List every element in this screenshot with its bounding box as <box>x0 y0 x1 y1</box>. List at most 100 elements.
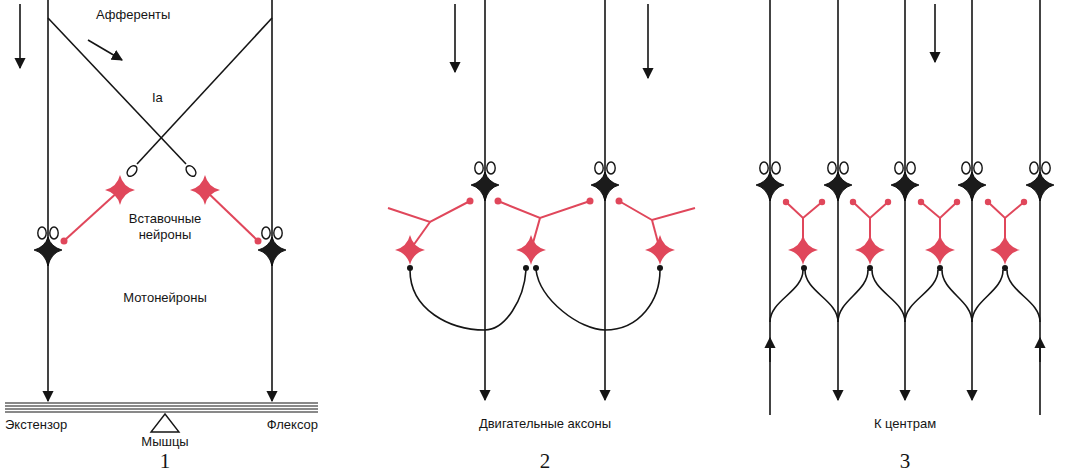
axon <box>838 270 868 322</box>
axon <box>905 270 938 322</box>
muscle-bar <box>5 408 318 409</box>
afferent-fibers <box>48 18 186 164</box>
motoneuron <box>891 162 919 201</box>
afferent-fibers <box>47 0 49 401</box>
motor-axon <box>647 4 649 78</box>
renshaw-axon <box>619 201 695 220</box>
renshaw-axon <box>921 202 957 218</box>
motoneuron <box>958 162 986 201</box>
renshaw-cell <box>925 235 955 265</box>
collateral-terminal <box>523 265 529 271</box>
axon <box>942 270 972 322</box>
renshaw-synapse <box>885 199 891 205</box>
collateral-terminal <box>657 265 663 271</box>
collateral-terminal <box>407 265 663 271</box>
renshaw-synapse <box>783 199 789 205</box>
renshaw-cell <box>395 235 675 265</box>
renshaw-synapse <box>495 198 502 205</box>
motoneuron-label: Мотонейроны <box>123 290 207 306</box>
inhibitory-axon <box>66 190 120 239</box>
collateral-terminal <box>801 265 1008 271</box>
renshaw-synapse <box>954 199 960 205</box>
renshaw-synapse <box>819 199 825 205</box>
renshaw-axon <box>388 201 470 222</box>
renshaw-synapse <box>1021 199 1027 205</box>
renshaw-cell <box>788 235 818 265</box>
renshaw-cell <box>855 235 885 265</box>
renshaw-cell <box>516 235 546 265</box>
axon <box>769 338 771 362</box>
afferent-fibers <box>20 0 272 401</box>
muscle-bar <box>5 411 318 412</box>
afferent-terminal <box>125 164 139 178</box>
motoneuron <box>471 162 499 201</box>
axon <box>770 270 803 322</box>
collateral-terminal <box>533 265 539 271</box>
collateral-terminal <box>801 265 807 271</box>
axon <box>872 270 905 322</box>
muscle-label: Мышцы <box>141 434 188 450</box>
muscle-label: Экстензор <box>5 417 67 433</box>
motoneuron <box>471 162 619 201</box>
renshaw-synapse <box>616 198 623 205</box>
panel-number: 3 <box>900 451 911 472</box>
renshaw-axon <box>786 202 1024 250</box>
inhibitory-synapse <box>61 238 68 245</box>
axon <box>805 270 838 322</box>
renshaw-cell <box>788 235 1020 265</box>
motoneuron <box>756 162 1054 201</box>
axon <box>769 0 771 415</box>
panel-number: 2 <box>540 451 551 472</box>
motor-axon <box>536 270 605 330</box>
motoneuron <box>591 162 619 201</box>
renshaw-axon <box>498 201 590 218</box>
renshaw-cell <box>645 235 675 265</box>
motor-axon <box>485 270 526 330</box>
fiber-label: Ia <box>152 90 163 106</box>
collateral-terminal <box>1002 265 1008 271</box>
renshaw-synapse <box>918 199 924 205</box>
motoneuron <box>1026 162 1054 201</box>
axon-label: К центрам <box>874 416 936 432</box>
inhibitory-axon <box>205 190 256 239</box>
afferent-terminal <box>184 164 198 178</box>
inhibitory-synapse <box>255 238 262 245</box>
afferent-fibers <box>88 40 122 60</box>
motor-axon <box>605 270 660 330</box>
axon <box>1007 270 1040 322</box>
fulcrum-triangle <box>151 414 179 432</box>
renshaw-synapse <box>985 199 991 205</box>
muscle-label: Флексор <box>267 417 318 433</box>
axon-label: Двигательные аксоны <box>479 416 611 432</box>
interneuron <box>105 175 220 205</box>
afferent-fibers <box>271 0 273 401</box>
renshaw-synapse <box>850 199 856 205</box>
renshaw-axon <box>388 201 695 250</box>
afferent-terminal <box>125 164 198 178</box>
interneuron <box>190 175 220 205</box>
renshaw-synapse <box>587 198 594 205</box>
muscle-bar <box>5 405 318 406</box>
interneuron-label: Вставочные нейроны <box>119 211 211 242</box>
renshaw-axon <box>786 202 822 218</box>
renshaw-synapse <box>467 198 474 205</box>
muscle-bar <box>5 402 318 403</box>
motoneuron <box>258 227 286 266</box>
renshaw-axon <box>988 202 1024 218</box>
afferent-fibers <box>19 4 21 68</box>
axon <box>972 270 1003 322</box>
muscle-bar <box>5 403 318 412</box>
renshaw-synapse <box>467 198 623 205</box>
renshaw-cell <box>395 235 425 265</box>
motor-axon <box>410 270 485 330</box>
afferent-fibers <box>137 18 272 164</box>
axon <box>934 4 936 62</box>
collateral-terminal <box>867 265 873 271</box>
interneuron <box>105 175 135 205</box>
motor-axon <box>454 4 456 72</box>
panel-number: 1 <box>160 451 171 472</box>
axon <box>770 0 1040 415</box>
axon <box>1039 0 1041 415</box>
renshaw-axon <box>853 202 888 218</box>
